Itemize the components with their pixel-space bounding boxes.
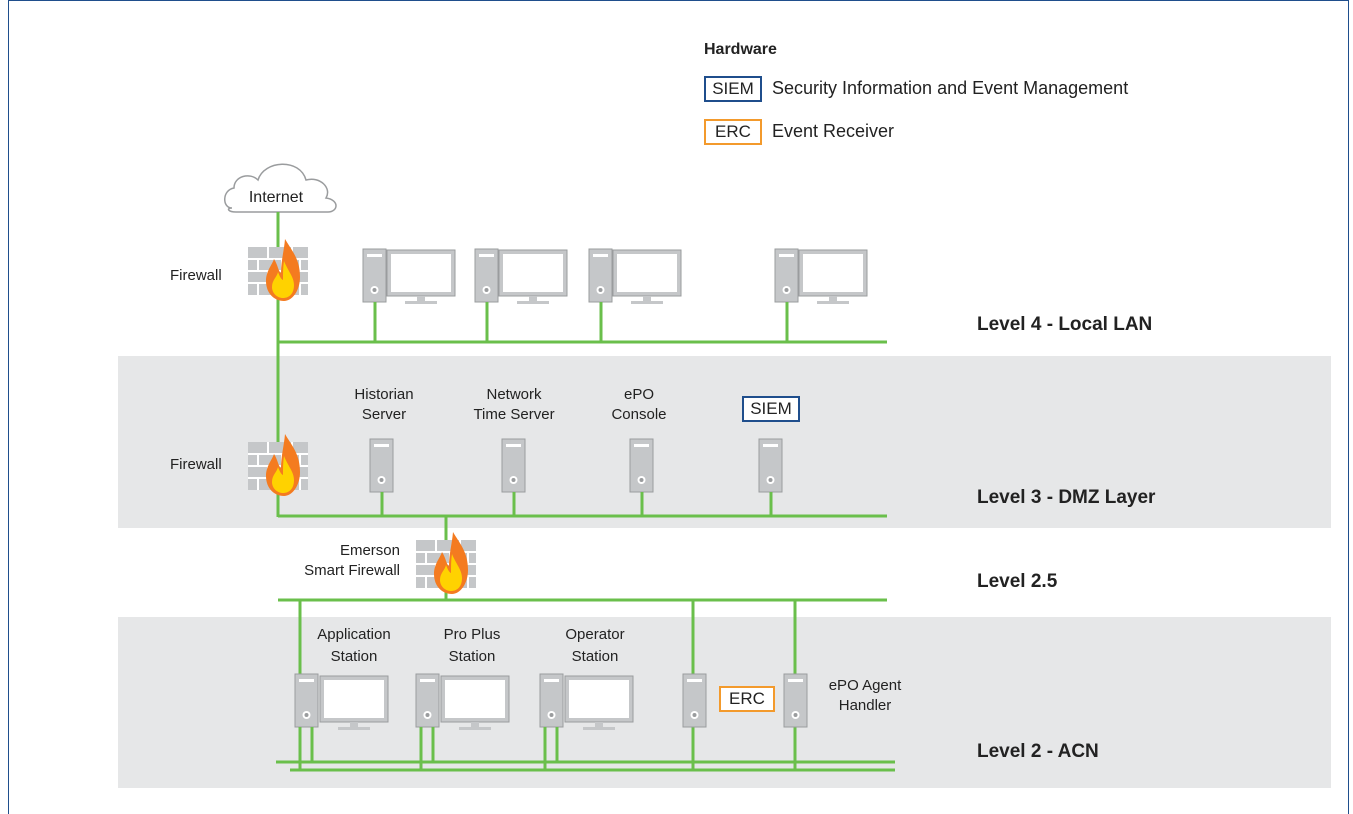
level-3-label: Level 3 - DMZ Layer <box>977 487 1156 508</box>
time-server-label-1: Network <box>486 386 542 403</box>
operator-station-label-2: Station <box>571 648 619 665</box>
legend-siem-text: Security Information and Event Managemen… <box>772 78 1129 98</box>
level-25-label: Level 2.5 <box>977 571 1058 592</box>
band-level-3 <box>118 356 1331 528</box>
acn-station-tower-icon <box>294 673 319 728</box>
firewall-icon <box>247 238 309 302</box>
level-4-tower-icon <box>362 248 387 303</box>
level-4-monitor-icon <box>498 249 568 305</box>
level-4-monitor-icon <box>386 249 456 305</box>
smart-firewall-label-2: Smart Firewall <box>304 562 400 579</box>
firewall-label-dmz: Firewall <box>170 456 222 473</box>
internet-cloud-icon <box>224 163 337 213</box>
level-4-tower-icon <box>588 248 613 303</box>
legend-erc-text: Event Receiver <box>772 121 895 141</box>
legend-siem-box: SIEM <box>704 76 762 102</box>
pro-plus-station-label-1: Pro Plus <box>443 626 501 643</box>
acn-station-tower-icon <box>539 673 564 728</box>
operator-station-label-1: Operator <box>565 626 625 643</box>
pro-plus-station-label-2: Station <box>448 648 496 665</box>
historian-server-label-1: Historian <box>354 386 414 403</box>
acn-station-monitor-icon <box>319 675 389 731</box>
acn-station-tower-icon <box>415 673 440 728</box>
application-station-label-2: Station <box>330 648 378 665</box>
historian-server-label-2: Server <box>361 406 407 423</box>
level-4-tower-icon <box>474 248 499 303</box>
dmz-server-icon <box>758 438 783 493</box>
level-4-tower-icon <box>774 248 799 303</box>
erc-tower-icon <box>682 673 707 728</box>
diagram-frame <box>8 0 1349 814</box>
level-4-label: Level 4 - Local LAN <box>977 314 1153 335</box>
smart-firewall-icon <box>415 531 477 595</box>
application-station-label-1: Application <box>317 626 391 643</box>
legend-heading: Hardware <box>704 41 777 58</box>
dmz-server-icon <box>369 438 394 493</box>
firewall-icon <box>247 433 309 497</box>
smart-firewall-label-1: Emerson <box>339 542 400 559</box>
level-4-monitor-icon <box>798 249 868 305</box>
time-server-label-2: Time Server <box>473 406 555 423</box>
acn-station-monitor-icon <box>564 675 634 731</box>
acn-erc-box: ERC <box>719 686 775 712</box>
legend-erc-box: ERC <box>704 119 762 145</box>
level-2-label: Level 2 - ACN <box>977 741 1099 762</box>
epo-agent-tower-icon <box>783 673 808 728</box>
level-4-monitor-icon <box>612 249 682 305</box>
epo-agent-label-2: Handler <box>838 697 892 714</box>
acn-station-monitor-icon <box>440 675 510 731</box>
dmz-server-icon <box>629 438 654 493</box>
dmz-siem-box: SIEM <box>742 396 800 422</box>
firewall-label-top: Firewall <box>170 267 222 284</box>
dmz-server-icon <box>501 438 526 493</box>
epo-console-label-2: Console <box>611 406 667 423</box>
internet-label: Internet <box>248 189 304 206</box>
epo-console-label-1: ePO <box>623 386 654 403</box>
epo-agent-label-1: ePO Agent <box>828 677 902 694</box>
